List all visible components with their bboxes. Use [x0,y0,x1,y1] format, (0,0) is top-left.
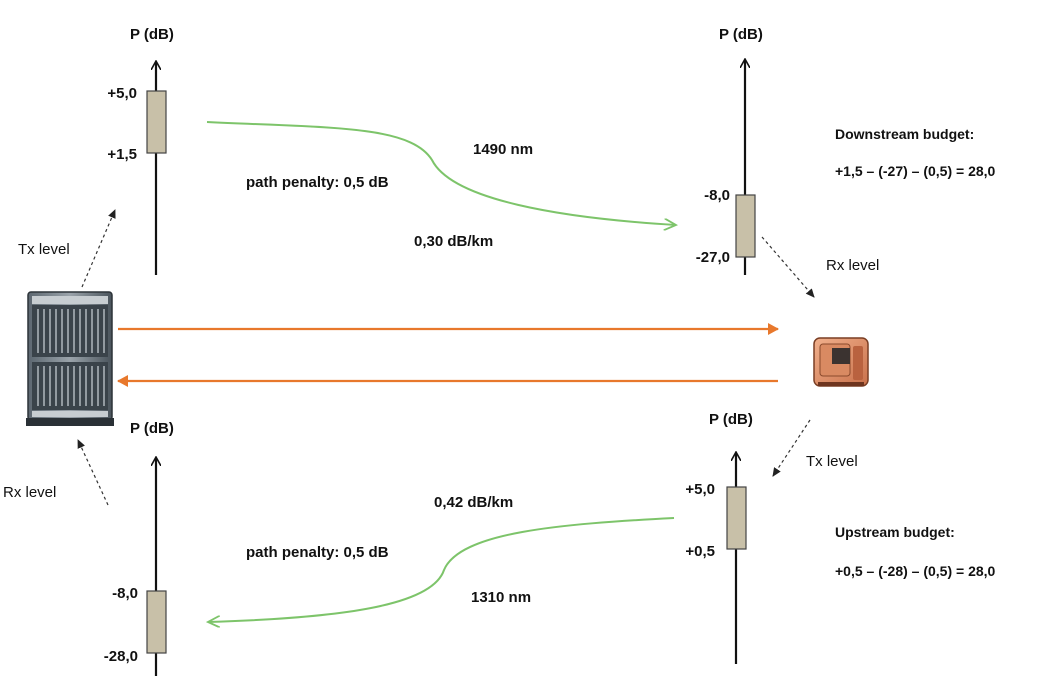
axis-bottom-right [726,453,747,664]
axis-title-top-right: P (dB) [719,26,763,43]
level-bar-bottom-left [146,590,167,654]
upstream-fiber-curve [208,517,675,622]
tick-bottom-left-high: -8,0 [112,585,138,602]
olt-rx-level-label: Rx level [3,484,57,501]
upstream-wavelength: 1310 nm [471,589,532,606]
olt-rx-pointer [77,439,109,506]
upstream-budget-title: Upstream budget: [835,524,955,540]
upstream-path-penalty: path penalty: 0,5 dB [246,544,389,561]
olt-tx-level-label: Tx level [18,241,70,258]
level-bar-bottom-right [726,486,747,550]
axis-title-bottom-left: P (dB) [130,420,174,437]
downstream-attenuation: 0,30 dB/km [414,233,494,250]
onu-rx-pointer [761,236,815,298]
downstream-budget-formula: +1,5 – (-27) – (0,5) = 28,0 [835,163,996,179]
tick-bottom-left-low: -28,0 [103,648,138,665]
axis-top-right [735,60,756,275]
downstream-path-penalty: path penalty: 0,5 dB [246,174,389,191]
downstream-budget-title: Downstream budget: [835,126,975,142]
onu-tx-pointer [772,419,811,477]
onu-rx-level-label: Rx level [826,257,880,274]
axis-bottom-left [146,458,167,676]
axis-title-bottom-right: P (dB) [709,411,753,428]
tick-top-right-high: -8,0 [704,187,730,204]
tick-top-left-high: +5,0 [107,85,137,102]
tick-bottom-right-low: +0,5 [685,543,715,560]
level-bar-top-right [735,194,756,258]
downstream-wavelength: 1490 nm [473,141,534,158]
tick-top-right-low: -27,0 [695,249,730,266]
olt-rack-icon [26,291,114,426]
tick-bottom-right-high: +5,0 [685,481,715,498]
downstream-fiber-curve [206,121,676,225]
tick-top-left-low: +1,5 [107,146,137,163]
onu-terminal-icon [813,337,869,387]
upstream-attenuation: 0,42 dB/km [434,494,514,511]
axis-top-left [146,62,167,275]
level-bar-top-left [146,90,167,154]
olt-tx-pointer [81,209,116,288]
onu-tx-level-label: Tx level [806,453,858,470]
upstream-budget-formula: +0,5 – (-28) – (0,5) = 28,0 [835,563,996,579]
axis-title-top-left: P (dB) [130,26,174,43]
